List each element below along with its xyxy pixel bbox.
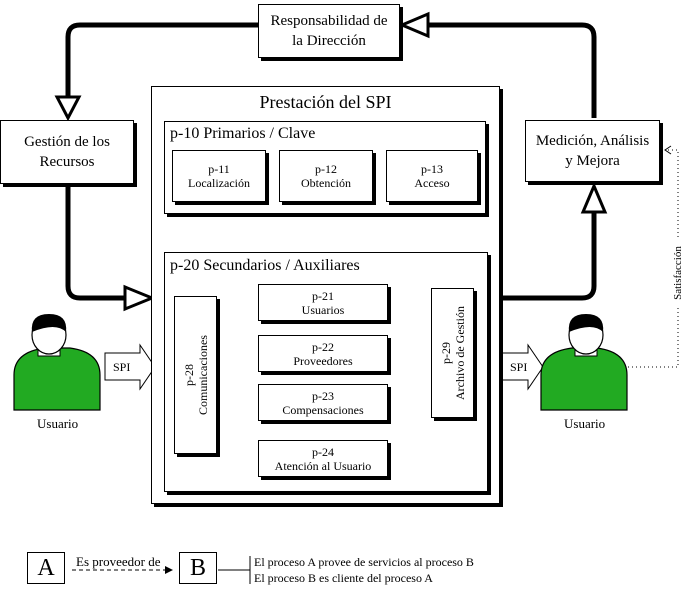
user-icon-right [540,314,628,411]
process-p29-name: Archivo de Gestión [452,306,467,400]
process-p22-name: Proveedores [293,353,353,368]
satisfaccion-arrowhead [664,145,672,155]
medicion-box: Medición, Análisis y Mejora [525,120,660,182]
legend-line-1: El proceso A provee de servicios al proc… [254,555,474,569]
legend-relation-label: Es proveedor de [76,554,161,569]
spi-in-arrow [104,343,156,391]
process-p13-name: Acceso [414,176,450,190]
process-p24: p-24 Atención al Usuario [258,440,388,477]
loop-main-to-medicion [500,210,597,301]
process-p13: p-13 Acceso [386,150,478,202]
responsabilidad-label: Responsabilidad de la Dirección [270,13,388,49]
spi-in-label: SPI [113,360,131,374]
medicion-label: Medición, Análisis y Mejora [535,133,650,169]
loop-recursos-to-main [65,185,135,301]
process-p11-name: Localización [188,176,250,190]
legend-box-a: A [27,552,65,584]
arrowhead-medicion [580,182,608,214]
legend-box-b: B [179,552,217,584]
process-p12-name: Obtención [301,176,351,190]
spi-out-label: SPI [510,360,528,374]
spi-out-arrow [501,343,544,391]
loop-medicion-to-resp [420,22,597,118]
process-p24-name: Atención al Usuario [274,458,372,473]
satisfaccion-line [612,149,679,368]
legend-a-label: A [37,554,55,581]
process-p22-code: p-22 [312,339,334,354]
legend-line-2: El proceso B es cliente del proceso A [254,571,433,585]
legend-bracket [218,556,251,584]
process-p24-code: p-24 [312,444,334,459]
process-p21: p-21 Usuarios [258,284,388,321]
process-p13-code: p-13 [421,162,443,176]
responsabilidad-box: Responsabilidad de la Dirección [258,4,400,58]
process-p22: p-22 Proveedores [258,335,388,372]
primarios-title: p-10 Primarios / Clave [170,125,316,142]
process-p21-code: p-21 [312,288,334,303]
secundarios-title: p-20 Secundarios / Auxiliares [170,257,360,274]
process-p28-comunicaciones: p-28 Comunicaciones [174,296,217,454]
process-p23-name: Compensaciones [282,402,364,417]
process-p12: p-12 Obtención [279,150,373,202]
recursos-box: Gestión de los Recursos [0,120,134,184]
user-left-label: Usuario [37,416,79,431]
user-right-label: Usuario [564,416,606,431]
loop-resp-to-recursos [65,22,258,105]
arrowhead-recursos [54,95,82,122]
arrowhead-resp [398,11,430,39]
satisfaccion-label: Satisfacción [672,238,684,308]
legend-b-label: B [189,554,206,581]
process-p28-code: p-28 [181,364,196,386]
process-p28-name: Comunicaciones [195,335,210,415]
recursos-label: Gestión de los Recursos [24,134,110,170]
process-p11-code: p-11 [208,162,230,176]
process-p23: p-23 Compensaciones [258,384,388,421]
process-p11: p-11 Localización [172,150,266,202]
user-icon-left [13,314,101,411]
process-p29-archivo: p-29 Archivo de Gestión [431,288,474,418]
spi-main-title: Prestación del SPI [259,92,392,112]
process-p23-code: p-23 [312,388,334,403]
process-p12-code: p-12 [315,162,337,176]
process-p29-code: p-29 [438,342,453,364]
process-p21-name: Usuarios [301,302,345,317]
arrowhead-main [123,284,156,312]
